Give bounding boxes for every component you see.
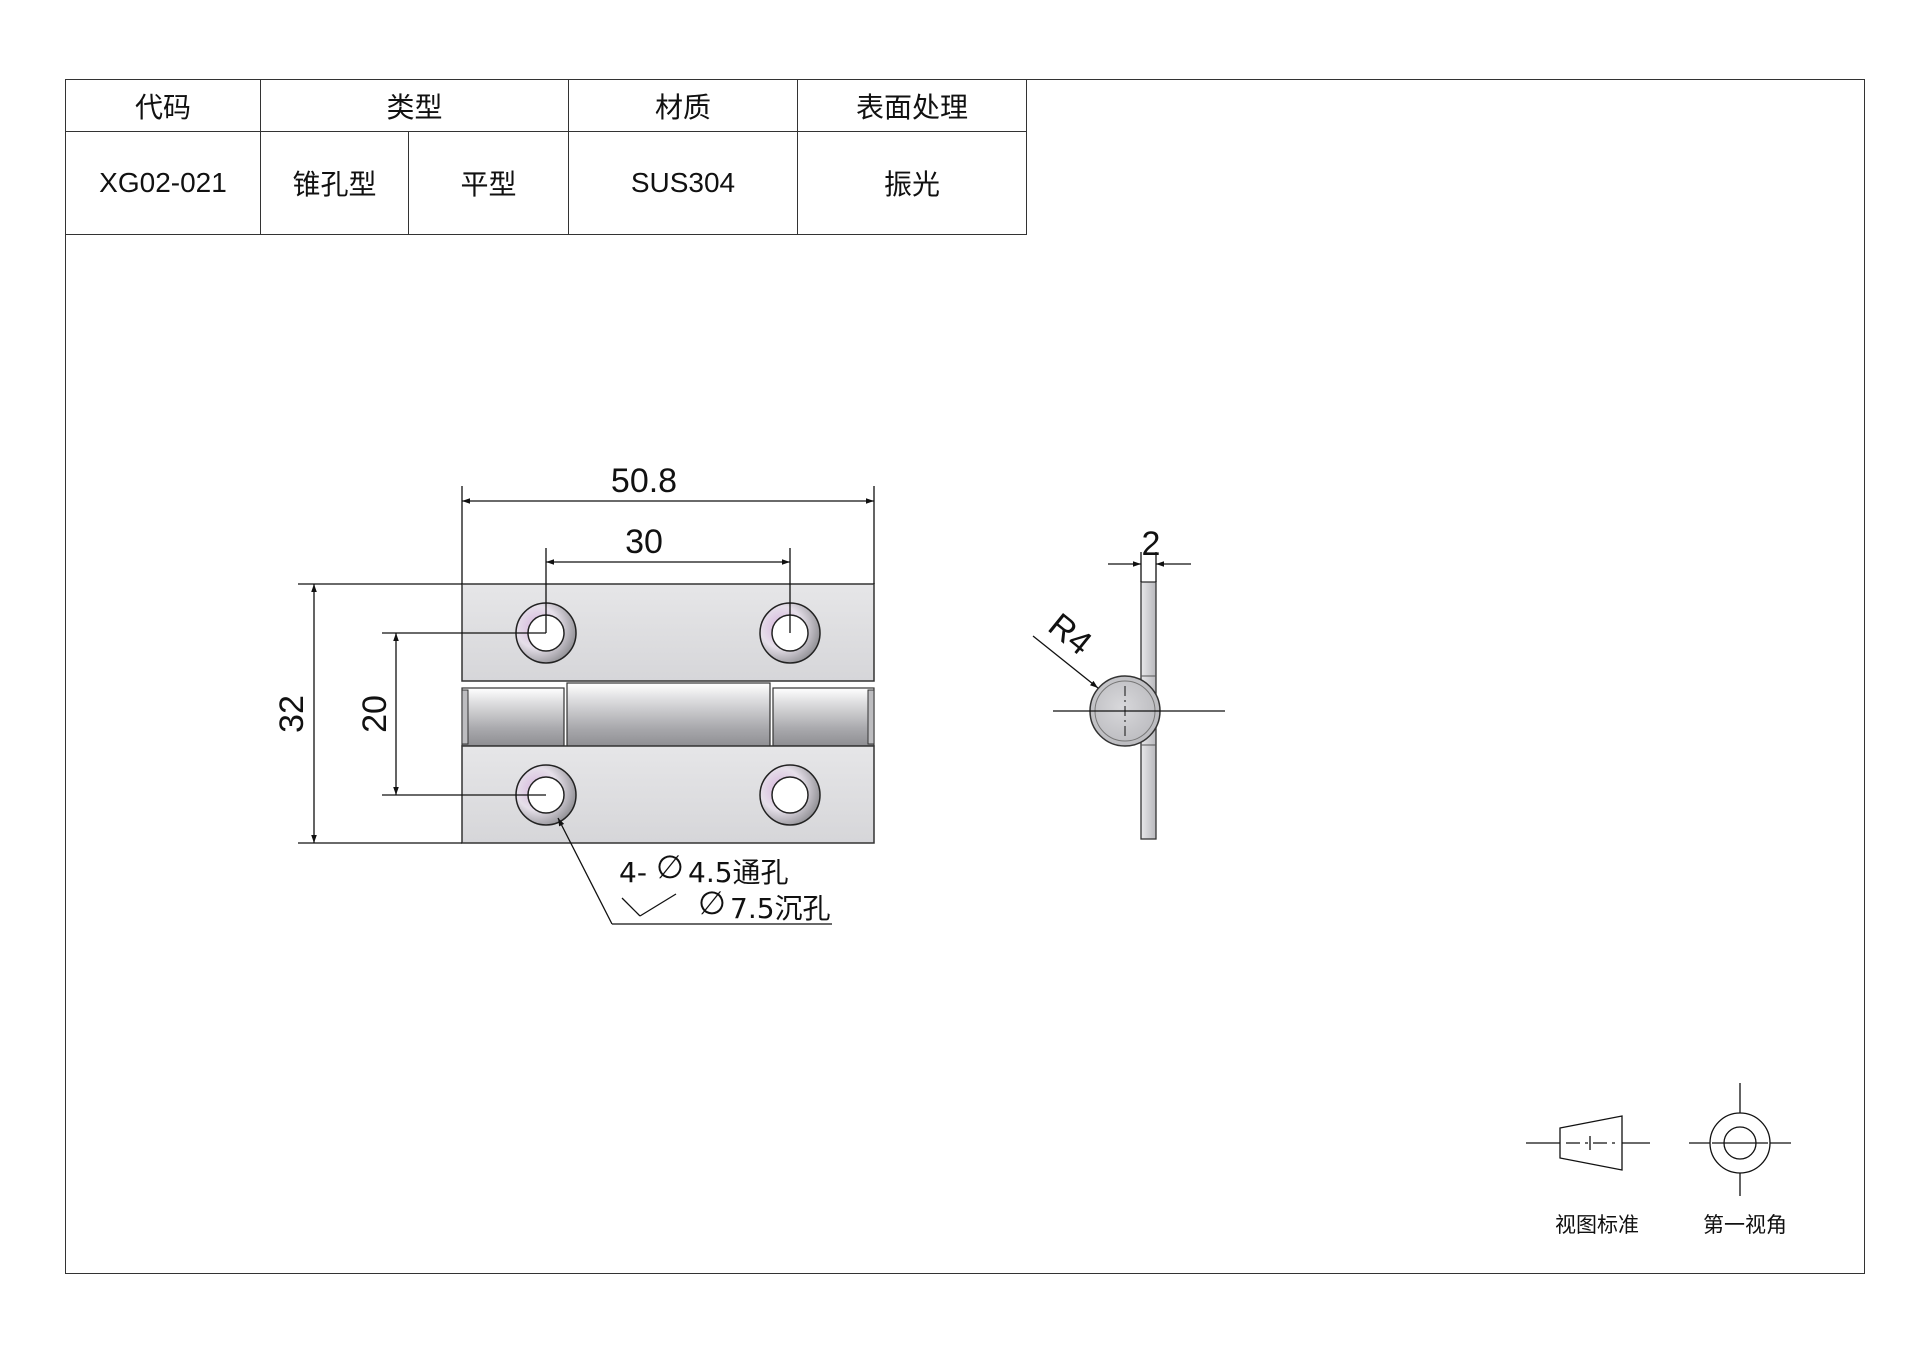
hinge-front-view — [461, 583, 875, 844]
knuckle-center — [566, 682, 771, 748]
dimension-lines — [298, 486, 875, 925]
header-material: 材质 — [568, 79, 798, 132]
header-type: 类型 — [260, 79, 569, 132]
pin-end-right — [867, 689, 875, 745]
spec-table: 代码 类型 材质 表面处理 XG02-021 锥孔型 平型 SUS304 振光 — [65, 79, 1027, 235]
header-finish: 表面处理 — [797, 79, 1027, 132]
knuckle-left — [461, 687, 565, 747]
cell-code: XG02-021 — [65, 131, 261, 235]
dim-overall-height: 32 — [273, 695, 311, 733]
pin-end-left — [461, 689, 469, 745]
through-hole-spec: 4.5通孔 — [688, 856, 789, 889]
side-dimension-lines — [1032, 552, 1191, 689]
dim-knuckle-radius: R4 — [1041, 606, 1099, 663]
dim-hole-spacing-y: 20 — [356, 695, 394, 733]
projection-symbol — [1526, 1083, 1791, 1196]
holes-count: 4- — [619, 856, 647, 889]
diameter-symbol: ∅ — [698, 885, 726, 921]
spec-table-header-row: 代码 类型 材质 表面处理 — [65, 79, 1027, 132]
mounting-hole — [759, 764, 821, 826]
knuckle-right — [772, 687, 875, 747]
dim-overall-width: 50.8 — [611, 462, 677, 500]
dim-thickness: 2 — [1142, 525, 1161, 563]
cell-type-flat: 平型 — [408, 131, 569, 235]
cell-finish: 振光 — [797, 131, 1027, 235]
projection-standard-label: 视图标准 — [1555, 1213, 1639, 1237]
cell-material: SUS304 — [568, 131, 798, 235]
counterbore-spec: 7.5沉孔 — [730, 892, 831, 925]
diameter-symbol: ∅ — [656, 849, 684, 885]
hinge-side-view — [1053, 581, 1225, 840]
spec-table-data-row: XG02-021 锥孔型 平型 SUS304 振光 — [65, 131, 1027, 235]
projection-angle-label: 第一视角 — [1703, 1213, 1787, 1237]
dim-hole-spacing-x: 30 — [625, 523, 663, 561]
cell-type-countersunk: 锥孔型 — [260, 131, 409, 235]
